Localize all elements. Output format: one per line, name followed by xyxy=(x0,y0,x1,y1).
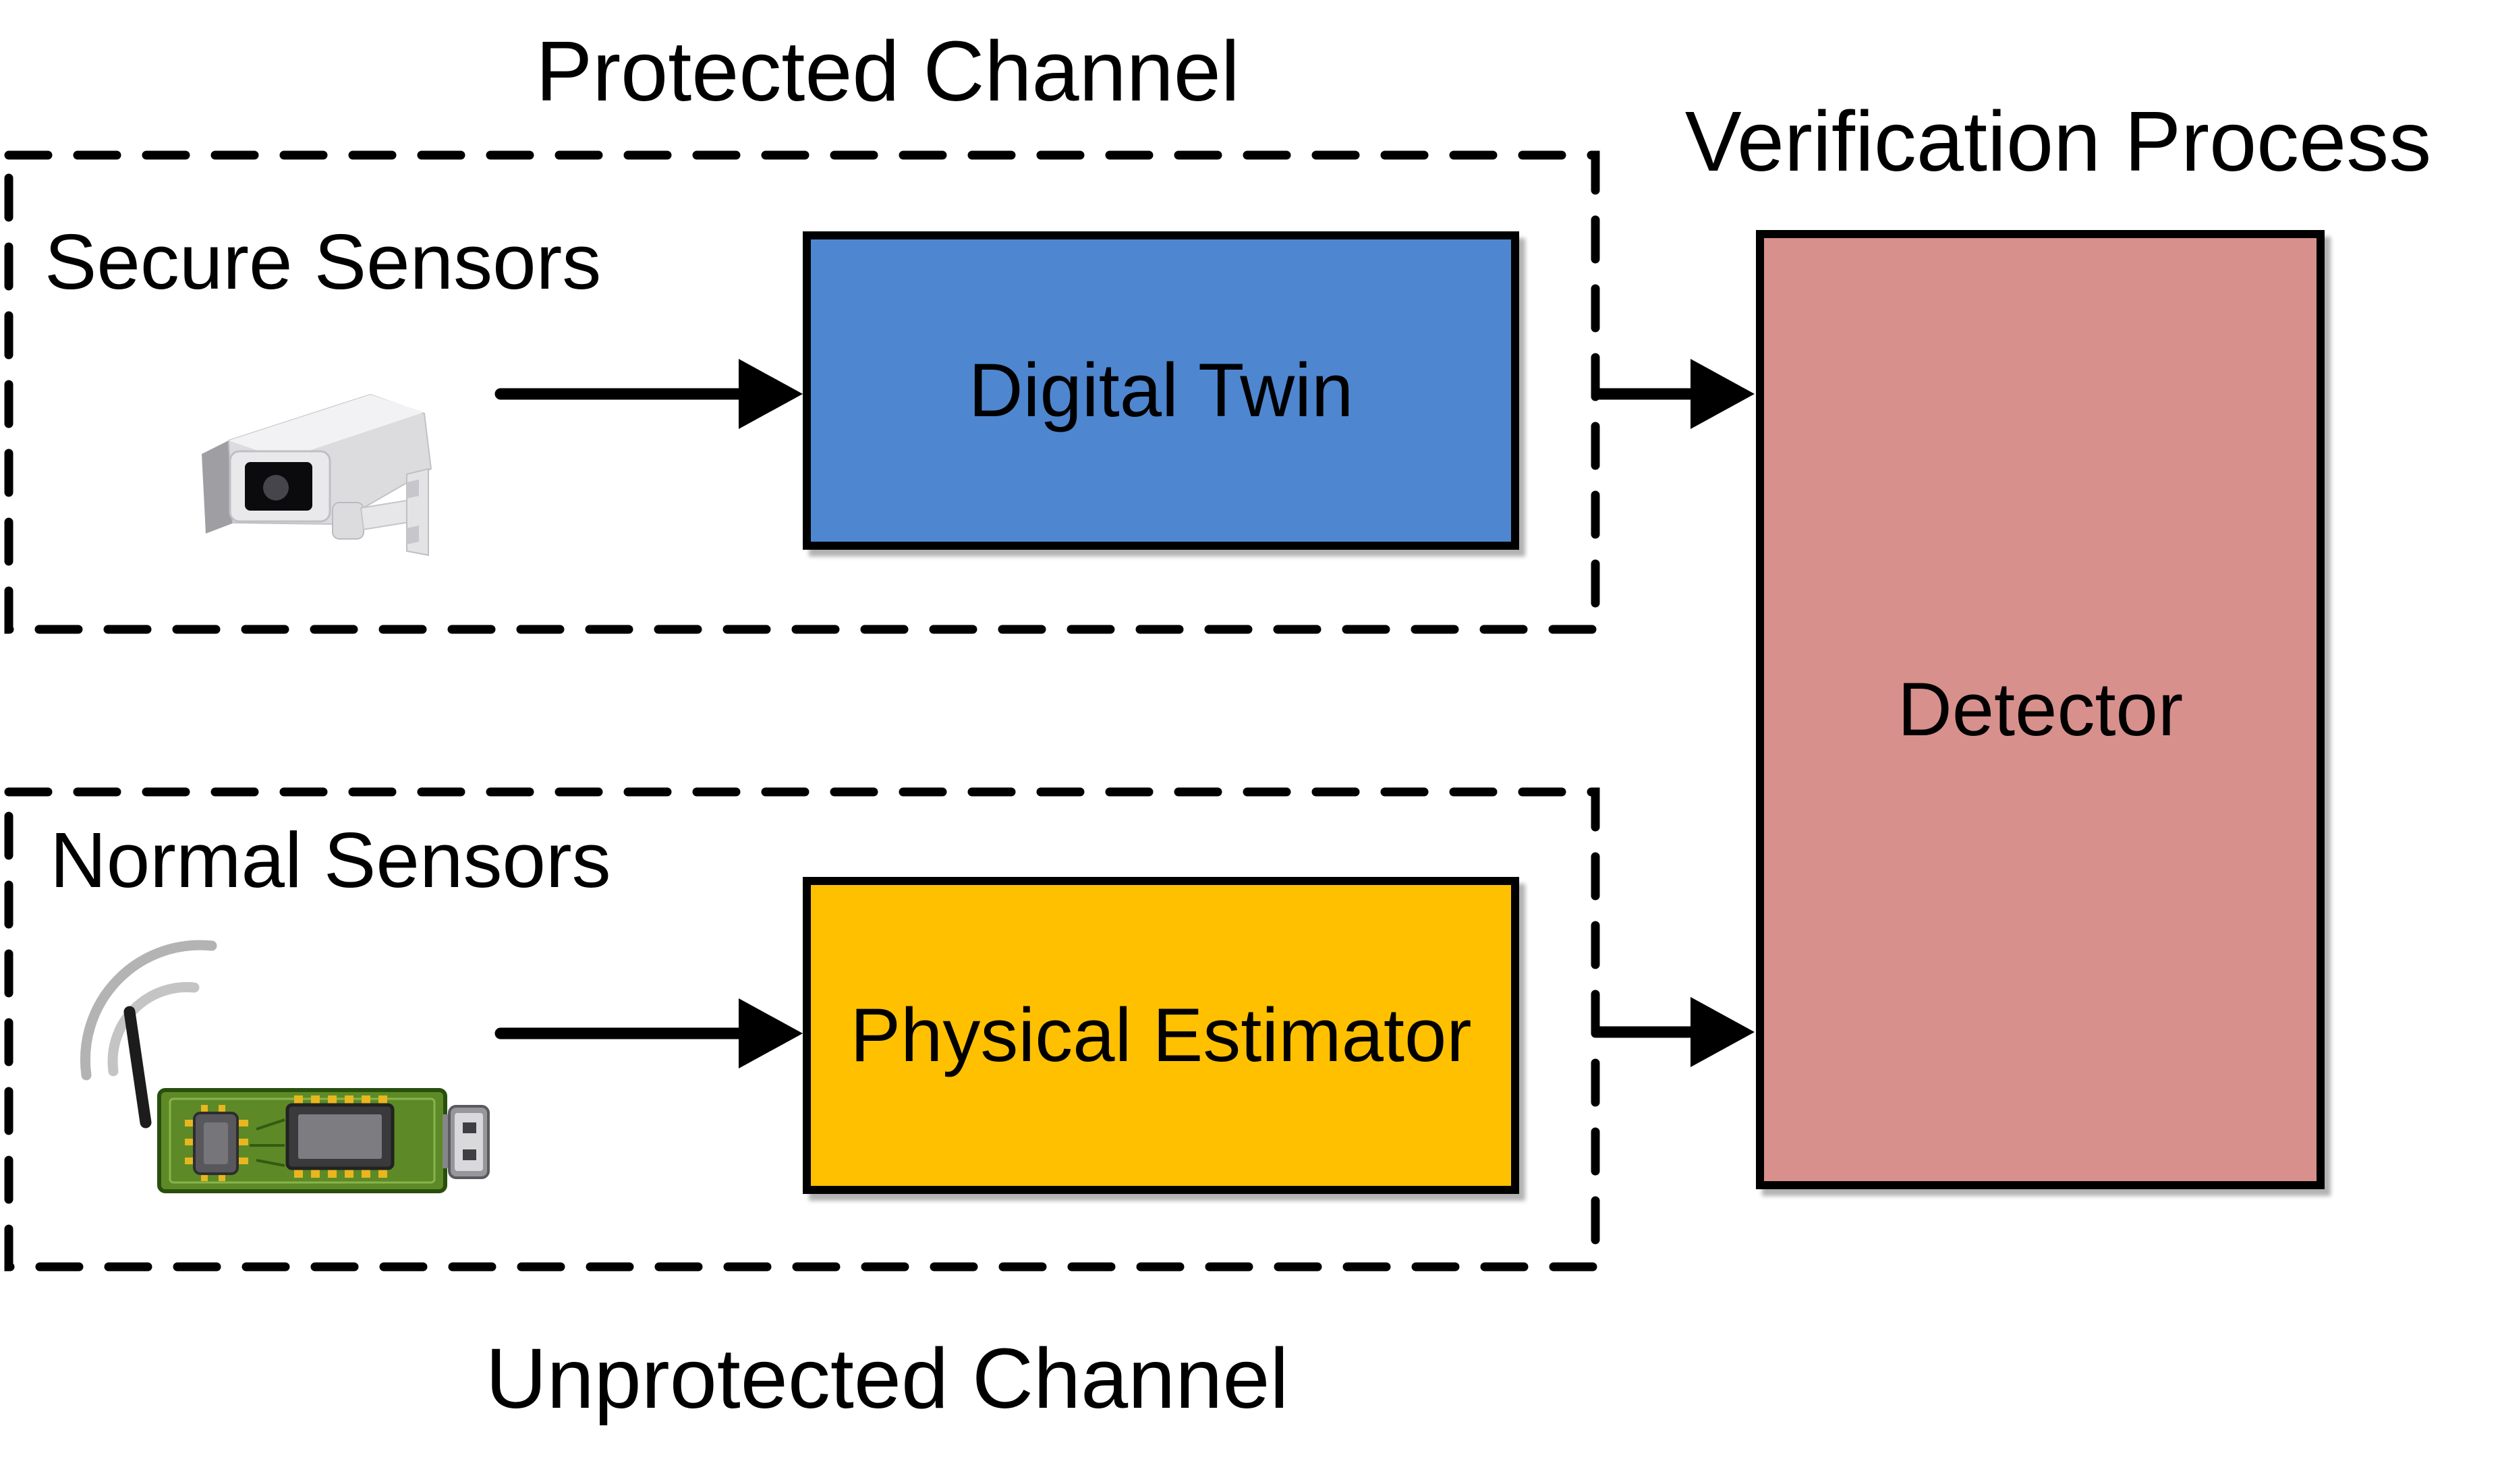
secure-sensors-label: Secure Sensors xyxy=(45,218,602,306)
digital-twin-label: Digital Twin xyxy=(968,348,1354,433)
verification-process-label: Verification Process xyxy=(1684,94,2432,189)
physical-estimator-block: Physical Estimator xyxy=(803,877,1519,1194)
arrow-secure-sensor-to-digital-twin xyxy=(494,359,803,429)
arrow-physical-estimator-to-detector xyxy=(1591,997,1755,1067)
digital-twin-block: Digital Twin xyxy=(803,231,1519,550)
physical-estimator-label: Physical Estimator xyxy=(850,993,1472,1078)
detector-block: Detector xyxy=(1756,230,2325,1189)
arrow-digital-twin-to-detector xyxy=(1591,359,1755,429)
unprotected-channel-label: Unprotected Channel xyxy=(485,1331,1289,1426)
cctv-camera-icon xyxy=(202,393,432,556)
protected-channel-label: Protected Channel xyxy=(536,24,1240,119)
detector-label: Detector xyxy=(1897,667,2184,752)
arrow-normal-sensor-to-physical-estimator xyxy=(494,998,803,1068)
normal-sensors-label: Normal Sensors xyxy=(50,816,611,904)
wireless-sensor-icon xyxy=(80,940,490,1193)
